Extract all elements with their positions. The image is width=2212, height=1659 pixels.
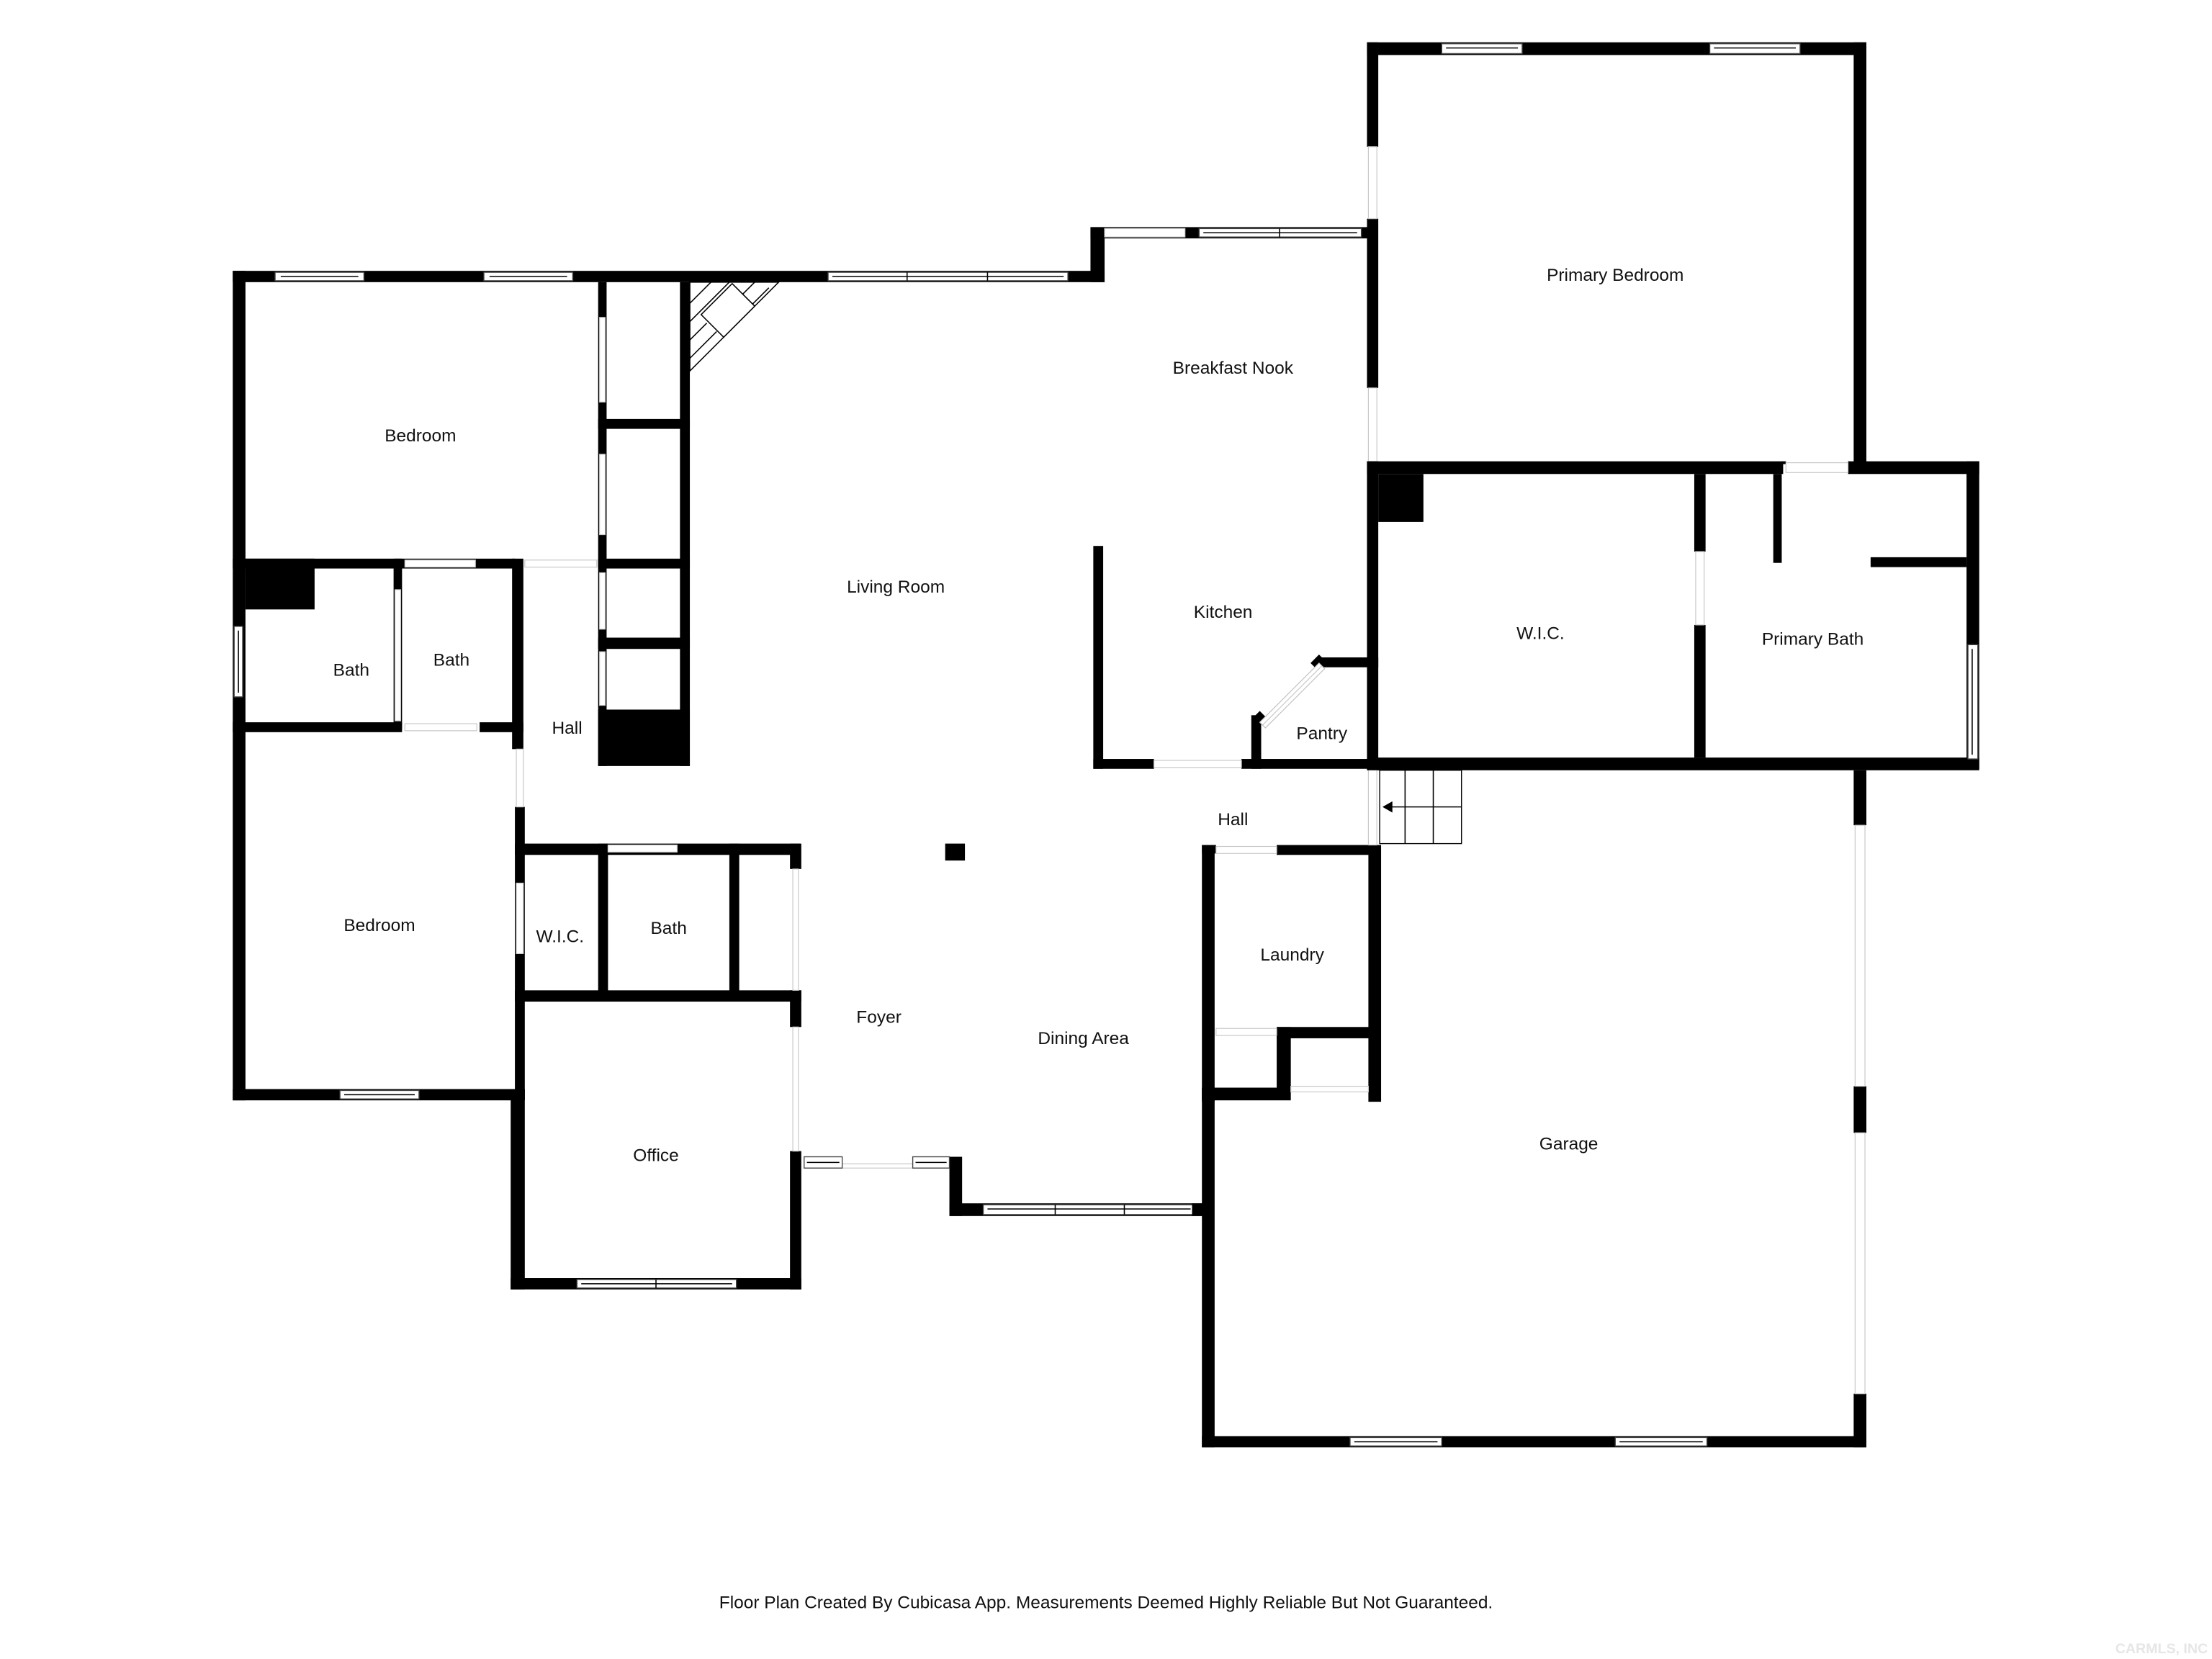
watermark: CARMLS, INC <box>2116 1641 2208 1657</box>
label-bath-lower: Bath <box>650 919 686 938</box>
walls-kitchen <box>1093 42 1382 1102</box>
windows-garage <box>1349 1437 1708 1447</box>
room-labels: Bedroom Bath Bath Hall Bedroom W.I.C. Ba… <box>333 266 1864 1166</box>
label-foyer: Foyer <box>856 1007 902 1027</box>
stairs-icon <box>1379 770 1462 845</box>
label-office: Office <box>633 1146 678 1165</box>
label-hall-right: Hall <box>1218 810 1248 830</box>
footer-disclaimer: Floor Plan Created By Cubicasa App. Meas… <box>719 1593 1493 1612</box>
label-kitchen: Kitchen <box>1194 603 1253 622</box>
windows-primary <box>1441 43 1979 760</box>
label-living-room: Living Room <box>847 577 945 597</box>
walls-primary-suite <box>1367 42 1979 770</box>
label-bath-center: Bath <box>433 651 469 670</box>
door-openings-primary <box>1695 462 1849 626</box>
label-hall-left: Hall <box>552 719 583 738</box>
walls-garage <box>1192 770 1866 1448</box>
fireplace-icon <box>689 282 781 373</box>
label-bedroom-2: Bedroom <box>343 916 415 935</box>
label-bath-left: Bath <box>333 660 369 680</box>
label-laundry: Laundry <box>1260 945 1324 965</box>
label-garage: Garage <box>1539 1135 1599 1154</box>
door-openings-garage <box>1854 824 1866 1395</box>
label-primary-bath: Primary Bath <box>1762 629 1863 649</box>
label-pantry: Pantry <box>1296 724 1347 744</box>
label-wic-primary: W.I.C. <box>1516 624 1565 644</box>
label-primary-bedroom: Primary Bedroom <box>1547 266 1683 285</box>
label-bedroom-1: Bedroom <box>385 426 456 446</box>
label-breakfast-nook: Breakfast Nook <box>1173 359 1294 378</box>
door-openings-kitchen <box>1154 146 1377 1092</box>
label-dining-area: Dining Area <box>1038 1029 1129 1048</box>
windows-left <box>233 228 1362 1289</box>
label-wic-left: W.I.C. <box>536 927 584 947</box>
